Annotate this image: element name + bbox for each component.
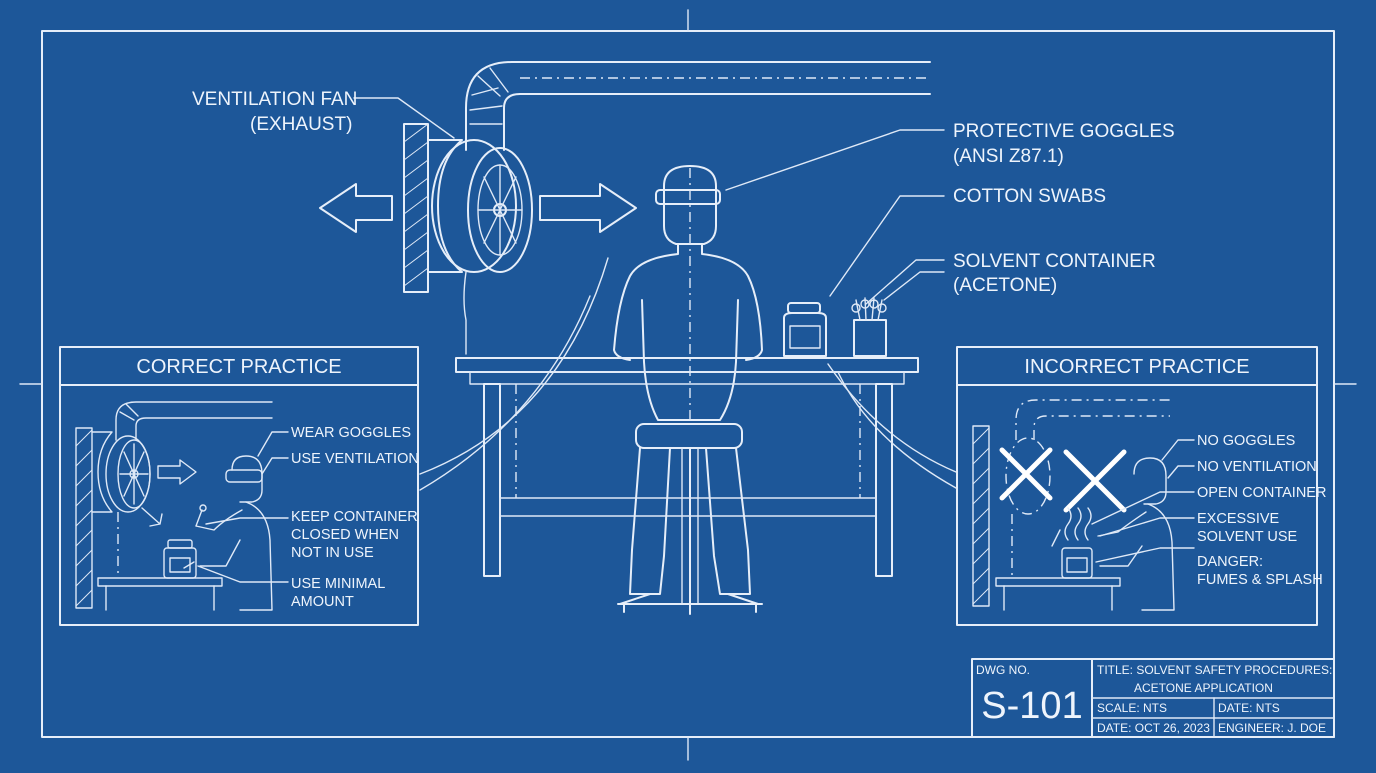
incorrect-label-excessive-1: EXCESSIVE [1197,511,1280,527]
callout-leaders [353,97,945,305]
worker-figure [613,165,763,615]
solvent-jar-icon [783,302,827,357]
drawing-engineer: ENGINEER: J. DOE [1218,721,1326,735]
correct-label-goggles: WEAR GOGGLES [291,425,411,441]
work-table [455,357,919,577]
dwg-number: S-101 [981,685,1082,727]
correct-practice-title: CORRECT PRACTICE [136,356,341,378]
incorrect-practice-title: INCORRECT PRACTICE [1024,356,1249,378]
incorrect-label-danger-2: FUMES & SPLASH [1197,572,1323,588]
callout-fan-line1: VENTILATION FAN [192,89,357,110]
callout-solvent-container: SOLVENT CONTAINER (ACETONE) [953,251,1156,296]
callout-container-line1: SOLVENT CONTAINER [953,251,1156,272]
wall-hatch [403,123,429,293]
callout-swabs-line1: COTTON SWABS [953,186,1106,207]
correct-label-ventilation: USE VENTILATION [291,451,419,467]
title-block: DWG NO. S-101 TITLE: SOLVENT SAFETY PROC… [971,658,1335,738]
correct-fan-icon [91,431,151,513]
drawing-date-nts: DATE: NTS [1218,701,1280,715]
incorrect-label-excessive-2: SOLVENT USE [1197,529,1298,545]
callout-container-line2: (ACETONE) [953,275,1057,296]
correct-practice-panel: CORRECT PRACTICE [59,346,419,626]
airflow-arrow-left-icon [319,183,393,233]
callout-goggles-line1: PROTECTIVE GOGGLES [953,121,1175,142]
panel-connectors [419,257,957,491]
callout-protective-goggles: PROTECTIVE GOGGLES (ANSI Z87.1) [953,121,1175,167]
drawing-title-line2: ACETONE APPLICATION [1134,681,1273,695]
incorrect-label-danger-1: DANGER: [1197,554,1263,570]
goggles-icon [655,189,721,205]
dwg-no-label: DWG NO. [976,663,1030,677]
sheet-border [19,9,1357,761]
correct-label-minimal-1: USE MINIMAL [291,576,385,592]
drawing-date: DATE: OCT 26, 2023 [1097,721,1210,735]
callout-cotton-swabs: COTTON SWABS [953,186,1106,207]
correct-label-closed-3: NOT IN USE [291,545,374,561]
drawing-title-line1: TITLE: SOLVENT SAFETY PROCEDURES: [1097,663,1332,677]
callout-ventilation-fan: VENTILATION FAN (EXHAUST) [192,89,357,135]
incorrect-practice-panel: INCORRECT PRACTICE [956,346,1326,626]
exhaust-fan-icon [427,139,533,355]
incorrect-label-no-goggles: NO GOGGLES [1197,433,1295,449]
exhaust-duct [465,61,931,151]
callout-fan-line2: (EXHAUST) [250,114,352,135]
correct-label-closed-2: CLOSED WHEN [291,527,399,543]
incorrect-worker-figure [1097,457,1175,611]
callout-goggles-line2: (ANSI Z87.1) [953,146,1064,167]
x-mark-icon [1063,449,1127,513]
incorrect-label-open-container: OPEN CONTAINER [1197,485,1326,501]
cotton-swabs-icon [851,297,887,357]
correct-label-closed-1: KEEP CONTAINER [291,509,418,525]
x-mark-icon [999,447,1053,501]
correct-goggles-icon [225,469,263,483]
correct-label-minimal-2: AMOUNT [291,594,354,610]
airflow-arrow-right-icon [539,183,637,233]
correct-airflow-arrow-icon [157,459,197,485]
incorrect-label-no-ventilation: NO VENTILATION [1197,459,1317,475]
drawing-scale: SCALE: NTS [1097,701,1167,715]
